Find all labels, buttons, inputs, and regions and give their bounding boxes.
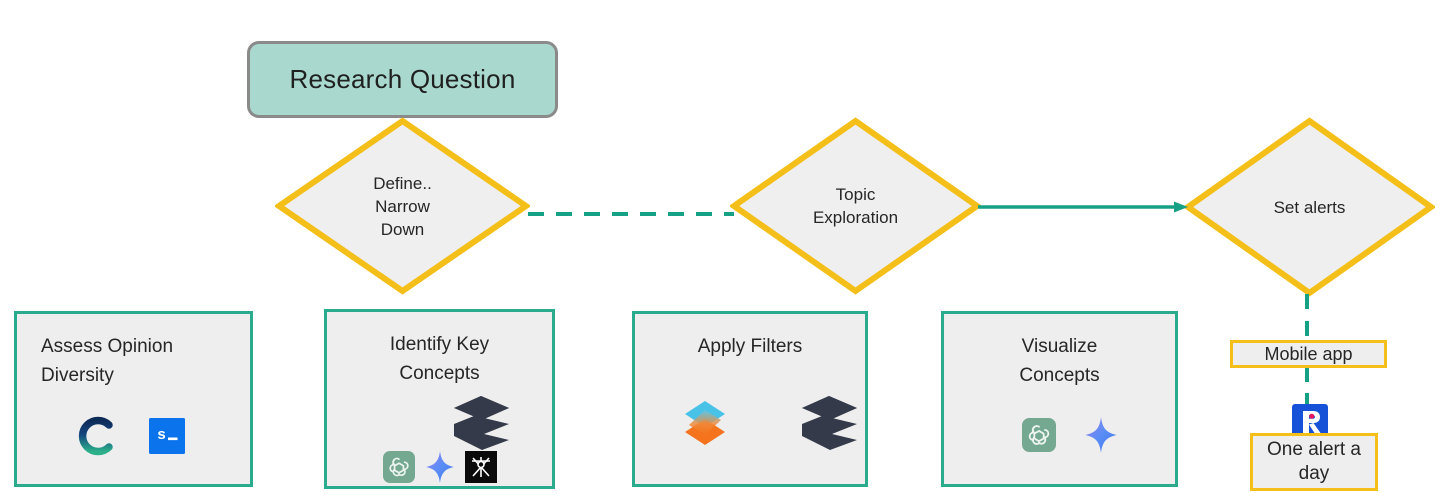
step-icon-books-identify (451, 394, 513, 452)
one-alert-line: One alert a (1267, 439, 1361, 460)
step-node-identify-key-concepts[interactable]: Identify Key Concepts (324, 309, 555, 489)
layers-diamond-icon (681, 397, 729, 449)
black-emblem-icon (465, 451, 497, 483)
decision-node-set-alerts[interactable]: Set alerts (1184, 117, 1435, 297)
diamond-shape (275, 117, 530, 295)
books-stack-icon (451, 394, 513, 452)
step-title-line: Assess Opinion (41, 336, 174, 357)
consensus-c-icon (75, 414, 119, 458)
step-node-visualize-concepts[interactable]: Visualize Concepts (941, 311, 1178, 487)
step-title-visualize: Visualize Concepts (944, 332, 1175, 390)
svg-text:s: s (157, 426, 165, 443)
step-icons-identify-row (383, 450, 497, 484)
step-title-line: Diversity (41, 365, 114, 386)
connector-define-to-topic (528, 203, 734, 216)
start-node-research-question[interactable]: Research Question (247, 41, 558, 118)
openai-icon (1022, 418, 1056, 452)
openai-icon (383, 451, 415, 483)
step-title-assess: Assess Opinion Diversity (17, 332, 250, 390)
gemini-sparkle-icon (1084, 416, 1118, 454)
step-title-line: Concepts (1019, 365, 1100, 386)
step-title-line: Identify Key (389, 334, 490, 355)
step-icons-assess: s (75, 414, 185, 458)
step-title-line: Concepts (399, 363, 480, 384)
gemini-sparkle-icon (425, 450, 455, 484)
output-node-mobile-app[interactable]: Mobile app (1230, 340, 1387, 368)
books-stack-icon (799, 394, 861, 452)
scite-s-icon: s (149, 418, 185, 454)
step-title-filters: Apply Filters (635, 332, 865, 361)
mobile-app-label: Mobile app (1264, 343, 1353, 364)
step-icons-filters (681, 394, 861, 452)
step-title-line: Visualize (1021, 336, 1098, 357)
connector-mobile-app-to-one-alert (1305, 368, 1309, 404)
one-alert-label: One alert a day (1267, 438, 1361, 486)
step-icons-visualize (1022, 416, 1118, 454)
step-title-identify: Identify Key Concepts (327, 330, 552, 388)
step-title-line: Apply Filters (697, 336, 803, 357)
step-node-assess-opinion-diversity[interactable]: Assess Opinion Diversity (14, 311, 253, 487)
one-alert-line: day (1298, 463, 1330, 484)
decision-node-topic-exploration[interactable]: Topic Exploration (730, 117, 981, 295)
step-node-apply-filters[interactable]: Apply Filters (632, 311, 868, 487)
decision-node-define-narrow-down[interactable]: Define.. Narrow Down (275, 117, 530, 295)
diamond-shape (730, 117, 981, 295)
start-node-label: Research Question (289, 64, 516, 94)
output-node-one-alert-a-day[interactable]: One alert a day (1250, 433, 1378, 491)
connector-alerts-to-mobile-app (1305, 294, 1309, 340)
researcher-r-icon (1290, 402, 1330, 442)
connector-topic-to-alerts (978, 200, 1188, 213)
diamond-shape (1184, 117, 1435, 297)
